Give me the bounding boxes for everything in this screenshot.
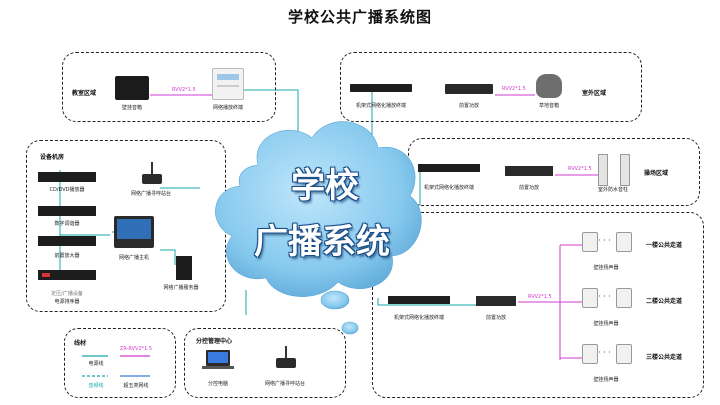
rack-terminal-icon	[350, 84, 412, 92]
equipment-device-5: 网络广播主机	[118, 255, 149, 261]
sports-device-3: 室外防水音柱	[597, 187, 628, 193]
region-corridor	[372, 212, 704, 398]
floor3-speaker-icon	[582, 344, 598, 364]
outdoor-device-1: 机架式网络化播放终端	[355, 103, 406, 109]
classroom-device-1: 壁挂音箱	[121, 105, 142, 111]
broadcast-host-icon	[114, 216, 154, 248]
cloud-line2: 广播系统	[254, 222, 390, 262]
outdoor-cable-label: RVV2*1.5	[502, 86, 526, 92]
region-sports-label: 操场区域	[644, 170, 669, 177]
legend-item-network: 超五类网线	[123, 383, 149, 389]
region-legend	[64, 328, 176, 398]
legend-label: 线材	[74, 340, 87, 347]
corridor-device-1: 机架式网络化播放终端	[393, 315, 444, 321]
outdoor-device-2: 前置功放	[458, 103, 479, 109]
pre-amp-rack-icon	[38, 236, 96, 246]
lawn-speaker-icon	[536, 74, 562, 98]
floor2-label: 二楼公共走道	[646, 298, 683, 305]
management-device-1: 分控电脑	[207, 381, 228, 387]
laptop-icon	[206, 350, 230, 366]
floor2-speaker-icon	[582, 288, 598, 308]
management-device-2: 网络广播寻呼站台	[264, 381, 305, 387]
equipment-device-6: 网络广播服务器	[163, 285, 199, 291]
cd-dvd-player-icon	[38, 172, 96, 182]
sports-device-1: 机架式网络化播放终端	[423, 185, 474, 191]
line-corridor	[377, 298, 480, 306]
equipment-device-4: 前置放大器	[54, 253, 80, 259]
region-outdoor	[340, 52, 642, 122]
wall-speaker-icon	[115, 76, 149, 100]
region-outdoor-label: 室外区域	[582, 90, 607, 97]
corridor-pre-amp-icon	[476, 296, 516, 306]
equipment-device-2: 数字调谐器	[54, 221, 80, 227]
network-terminal-icon	[212, 68, 244, 100]
corridor-device-2: 前置功放	[485, 315, 506, 321]
pre-amplifier-icon	[445, 84, 493, 94]
equipment-device-1: CD/DVD播放器	[49, 187, 85, 193]
floor1-speaker-icon-2	[616, 232, 632, 252]
corridor-device-3: 壁挂扬声器	[593, 265, 619, 271]
region-classroom-label: 教室区域	[72, 90, 97, 97]
floor1-speaker-icon	[582, 232, 598, 252]
legend-item-power: 电源线	[88, 361, 104, 367]
paging-station-icon	[142, 162, 162, 184]
floor2-speaker-icon-2	[616, 288, 632, 308]
floor3-speaker-icon-2	[616, 344, 632, 364]
legend-item-speaker-cable: ZR-RVV2*1.5	[119, 346, 153, 352]
equipment-device-3: 网络广播寻呼站台	[130, 191, 171, 197]
digital-tuner-icon	[38, 206, 96, 216]
region-management	[184, 328, 346, 398]
corridor-device-4: 壁挂扬声器	[593, 321, 619, 327]
cloud-line1: 学校	[291, 166, 359, 206]
legend-item-audio: 音频线	[88, 383, 104, 389]
sports-cable-label: RVV2*1.5	[568, 166, 592, 172]
corridor-rack-terminal-icon	[388, 296, 450, 304]
region-equipment-label: 设备机房	[40, 154, 65, 161]
sports-rack-terminal-icon	[418, 164, 480, 172]
floor3-label: 三楼公共走道	[646, 354, 683, 361]
column-speaker-icon-2	[620, 154, 630, 186]
classroom-cable-label: RVV2*1.5	[172, 87, 196, 93]
mgmt-paging-station-icon	[276, 346, 296, 368]
power-sequencer-icon	[38, 270, 96, 280]
region-classroom	[62, 52, 276, 122]
classroom-device-2: 网络播放终端	[212, 105, 243, 111]
diagram-title: 学校公共广播系统图	[287, 8, 432, 26]
equipment-device-7: 定压/广播设备	[51, 291, 83, 297]
sports-pre-amp-icon	[505, 166, 553, 176]
column-speaker-icon	[598, 154, 608, 186]
broadcast-server-icon	[176, 256, 192, 280]
equipment-device-8: 电源排序器	[54, 299, 80, 305]
corridor-cable-label: RVV2*1.5	[528, 294, 552, 300]
region-management-label: 分控管理中心	[196, 338, 233, 345]
floor1-label: 一楼公共走道	[646, 242, 683, 249]
outdoor-device-3: 草地音箱	[538, 103, 559, 109]
sports-device-2: 前置功放	[518, 185, 539, 191]
corridor-device-5: 壁挂扬声器	[593, 377, 619, 383]
